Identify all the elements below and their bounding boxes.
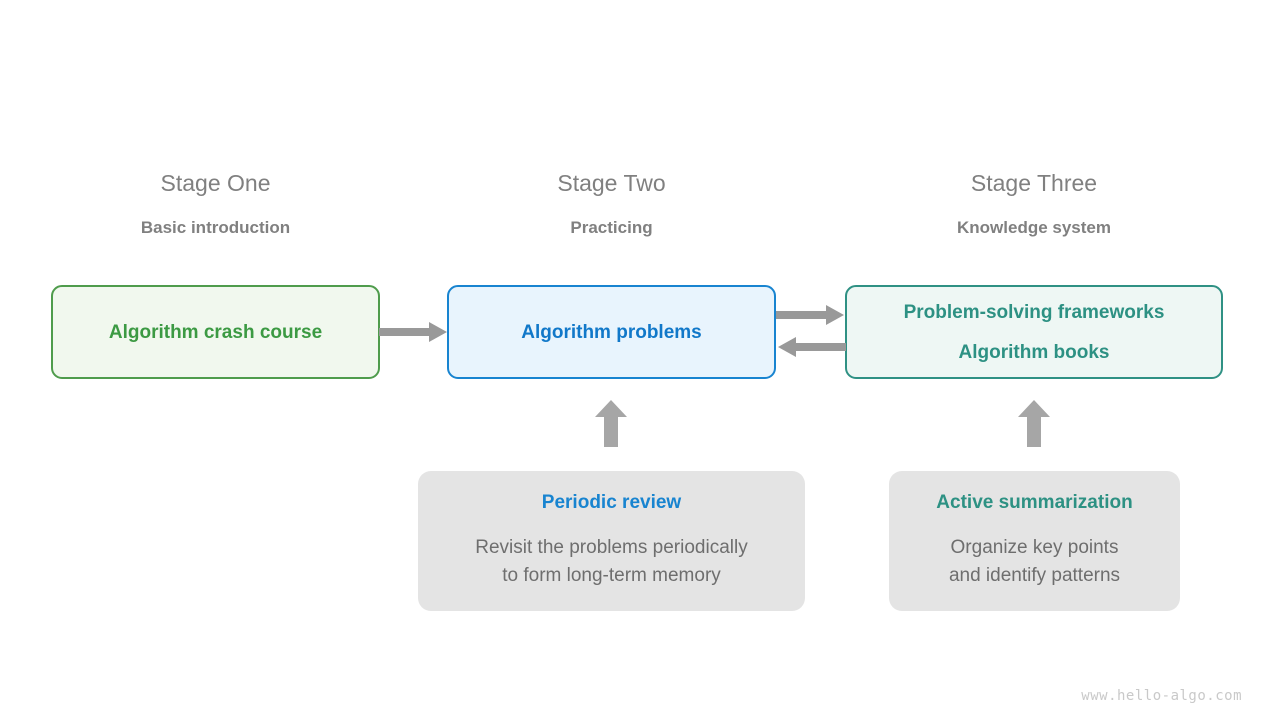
stage-two-subtitle: Practicing (570, 218, 653, 237)
arrow-right-icon-one-to-two (379, 320, 449, 344)
stage-box-three-label-2: Algorithm books (958, 341, 1110, 363)
stage-box-two-label: Algorithm problems (521, 321, 702, 343)
arrow-right-icon-two-to-three (776, 303, 846, 327)
stage-box-three-label-1: Problem-solving frameworks (903, 301, 1165, 323)
stage-three-title: Stage Three (970, 170, 1098, 196)
stage-two-title: Stage Two (557, 170, 666, 196)
stage-header-one: Stage One Basic introduction (51, 170, 380, 237)
support-box-active-summarization-description: Organize key points and identify pattern… (948, 536, 1121, 586)
footer-url: www.hello-algo.com (1081, 688, 1242, 704)
stage-one-title: Stage One (160, 170, 271, 196)
arrow-up-icon-summary-to-frameworks (1017, 399, 1051, 447)
support-box-periodic-review-description: Revisit the problems periodically to for… (475, 536, 748, 586)
support-box-active-summarization[interactable]: Active summarization Organize key points… (889, 471, 1180, 611)
stage-box-one[interactable]: Algorithm crash course (51, 285, 380, 379)
stage-box-one-label: Algorithm crash course (108, 321, 323, 343)
stage-header-two: Stage Two Practicing (447, 170, 776, 237)
support-box-active-summarization-title: Active summarization (936, 491, 1133, 513)
stage-box-three[interactable]: Problem-solving frameworks Algorithm boo… (845, 285, 1223, 379)
stage-one-subtitle: Basic introduction (140, 218, 291, 237)
stage-box-two[interactable]: Algorithm problems (447, 285, 776, 379)
stage-three-subtitle: Knowledge system (957, 218, 1111, 237)
support-box-periodic-review[interactable]: Periodic review Revisit the problems per… (418, 471, 805, 611)
support-box-periodic-review-title: Periodic review (541, 491, 682, 513)
arrow-left-icon-three-to-two (776, 335, 846, 359)
arrow-up-icon-review-to-problems (594, 399, 628, 447)
stage-header-three: Stage Three Knowledge system (845, 170, 1223, 237)
